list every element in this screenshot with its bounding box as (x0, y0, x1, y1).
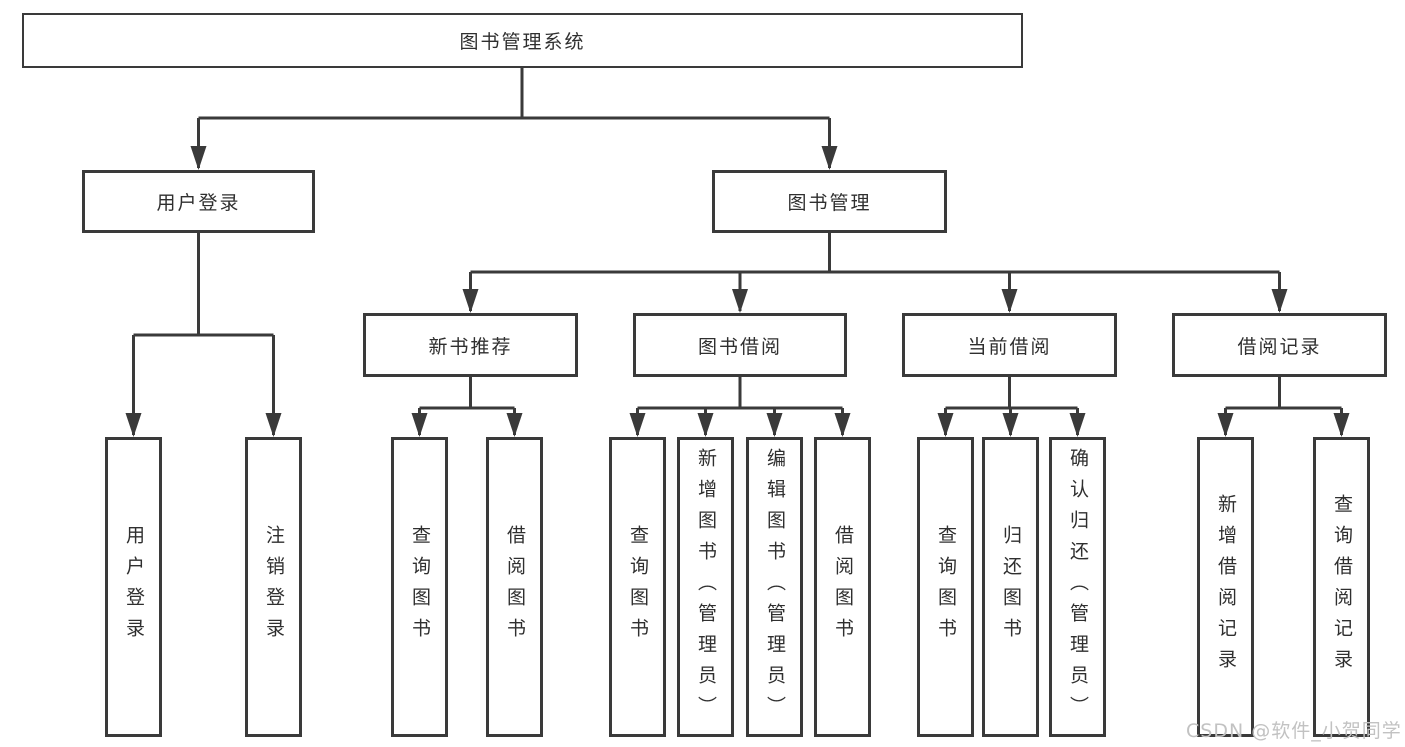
leaf-label: 新增借阅记录 (1215, 494, 1237, 680)
leaf-borrow-books: 借阅图书 (814, 437, 871, 737)
leaf-confirm-return-admin: 确认归还（管理员） (1049, 437, 1106, 737)
leaf-label: 借阅图书 (832, 525, 854, 649)
node-new-book-recommend: 新书推荐 (363, 313, 578, 377)
leaf-recommend-borrow-books: 借阅图书 (486, 437, 543, 737)
leaf-label: 借阅图书 (504, 525, 526, 649)
leaf-current-query-books: 查询图书 (917, 437, 974, 737)
node-borrow-records: 借阅记录 (1172, 313, 1387, 377)
leaf-query-borrow-record: 查询借阅记录 (1313, 437, 1370, 737)
node-root-book-management-system: 图书管理系统 (22, 13, 1023, 68)
leaf-logout: 注销登录 (245, 437, 302, 737)
node-label: 借阅记录 (1237, 335, 1322, 358)
leaf-label: 用户登录 (123, 525, 145, 649)
node-label: 图书管理 (787, 192, 872, 214)
leaf-edit-books-admin: 编辑图书（管理员） (746, 437, 803, 737)
leaf-return-books: 归还图书 (982, 437, 1039, 737)
leaf-add-books-admin: 新增图书（管理员） (677, 437, 734, 737)
leaf-add-borrow-record: 新增借阅记录 (1197, 437, 1254, 737)
node-label: 图书借阅 (697, 335, 782, 358)
leaf-borrow-query-books: 查询图书 (609, 437, 666, 737)
leaf-user-login: 用户登录 (105, 437, 162, 737)
node-label: 新书推荐 (428, 335, 513, 358)
node-book-borrow: 图书借阅 (633, 313, 847, 377)
node-label: 图书管理系统 (459, 31, 586, 53)
node-book-management: 图书管理 (712, 170, 947, 233)
leaf-label: 查询图书 (409, 525, 431, 649)
arrowhead-icons (125, 146, 1350, 437)
leaf-label: 归还图书 (1000, 525, 1022, 649)
leaf-label: 查询图书 (935, 525, 957, 649)
node-label: 当前借阅 (967, 335, 1052, 358)
csdn-watermark: CSDN @软件_小贺同学 (1186, 720, 1402, 742)
leaf-label: 新增图书（管理员） (695, 447, 717, 727)
leaf-recommend-query-books: 查询图书 (391, 437, 448, 737)
leaf-label: 查询借阅记录 (1331, 494, 1353, 680)
leaf-label: 查询图书 (627, 525, 649, 649)
leaf-label: 确认归还（管理员） (1067, 447, 1089, 727)
node-current-borrow: 当前借阅 (902, 313, 1117, 377)
node-user-login: 用户登录 (82, 170, 315, 233)
leaf-label: 注销登录 (263, 525, 285, 649)
node-label: 用户登录 (156, 192, 241, 214)
leaf-label: 编辑图书（管理员） (764, 447, 786, 727)
